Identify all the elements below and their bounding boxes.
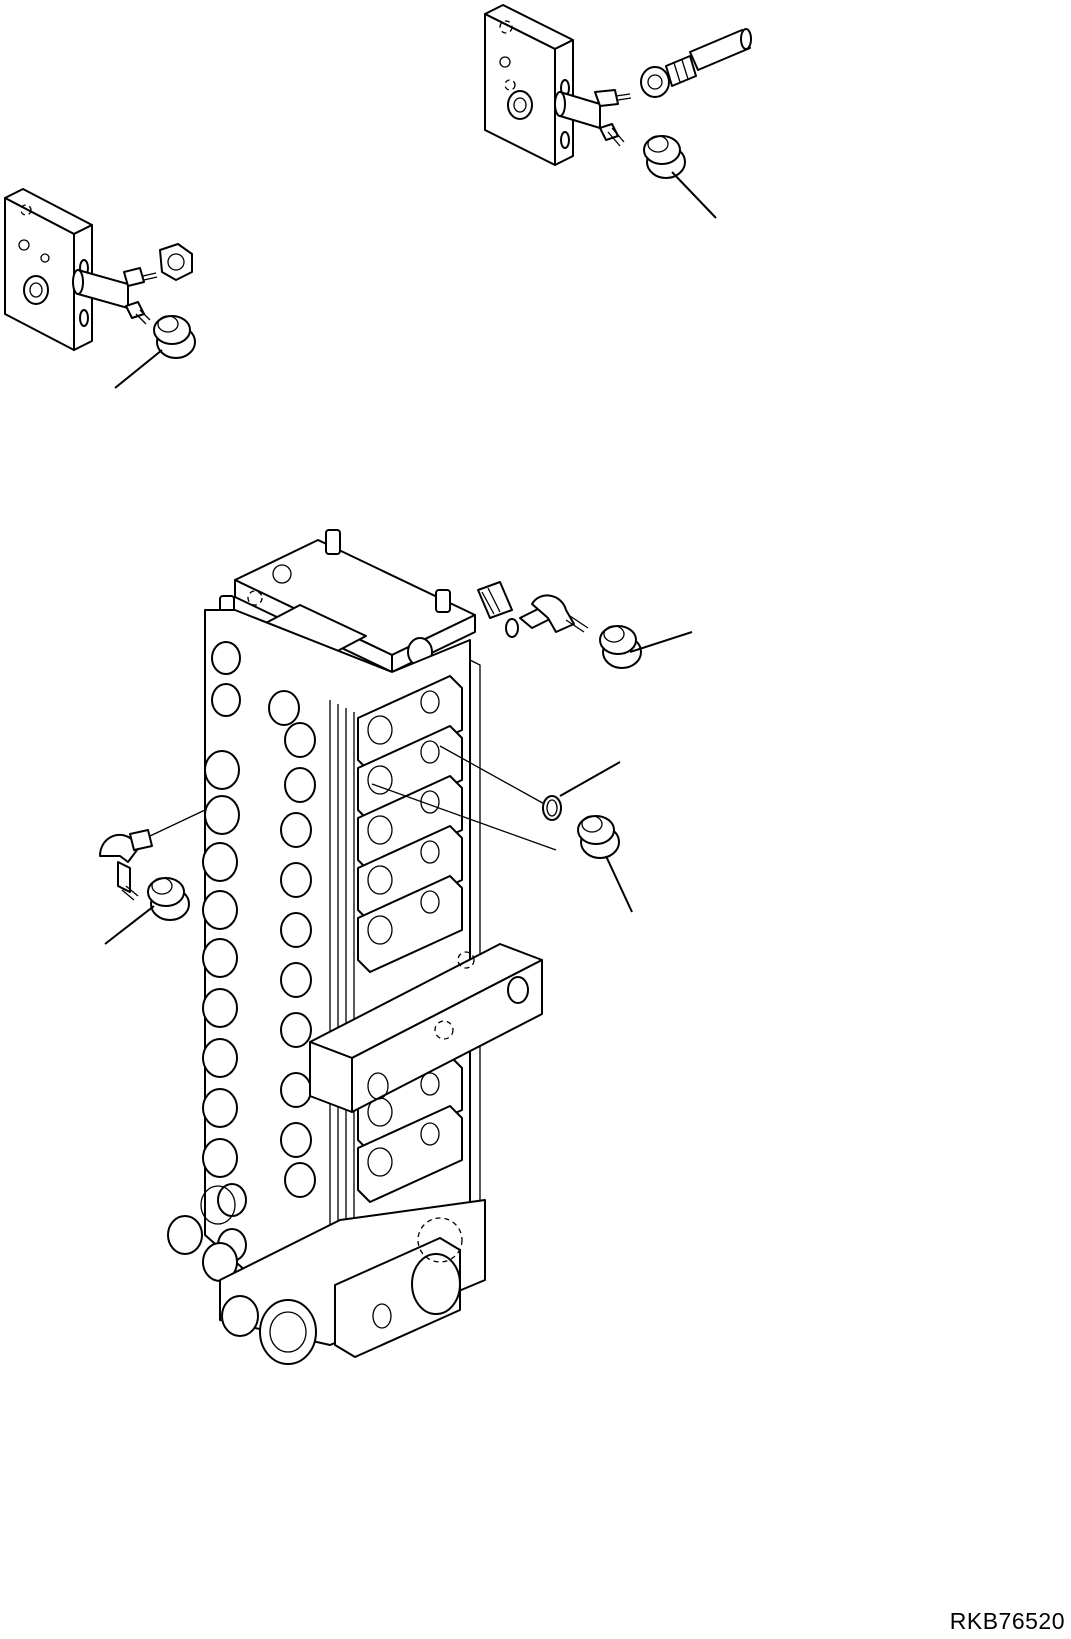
leader-line [560,762,620,796]
leader-line [105,906,154,944]
plug [148,878,189,920]
leader-line [630,632,692,652]
nut [160,244,192,280]
hose-assembly [641,29,751,97]
assembly-guide-line [440,746,548,806]
assembly-guide-line [150,810,205,836]
detail-top-right [485,5,751,218]
port-block [5,189,92,350]
plug [154,316,195,358]
plug [600,626,641,668]
o-ring [543,796,561,820]
port-block [485,5,573,165]
detail-left [5,189,195,388]
leader-line [115,350,162,388]
drawing-code: RKB76520 [949,1608,1065,1634]
control-valve-assembly [100,530,692,1364]
tee-fitting [555,90,631,146]
assembly-guide-line [372,784,556,850]
tee-fitting [73,268,157,324]
plug [644,136,685,178]
plug [578,816,619,858]
leader-line [606,856,632,912]
leader-line [672,172,716,218]
